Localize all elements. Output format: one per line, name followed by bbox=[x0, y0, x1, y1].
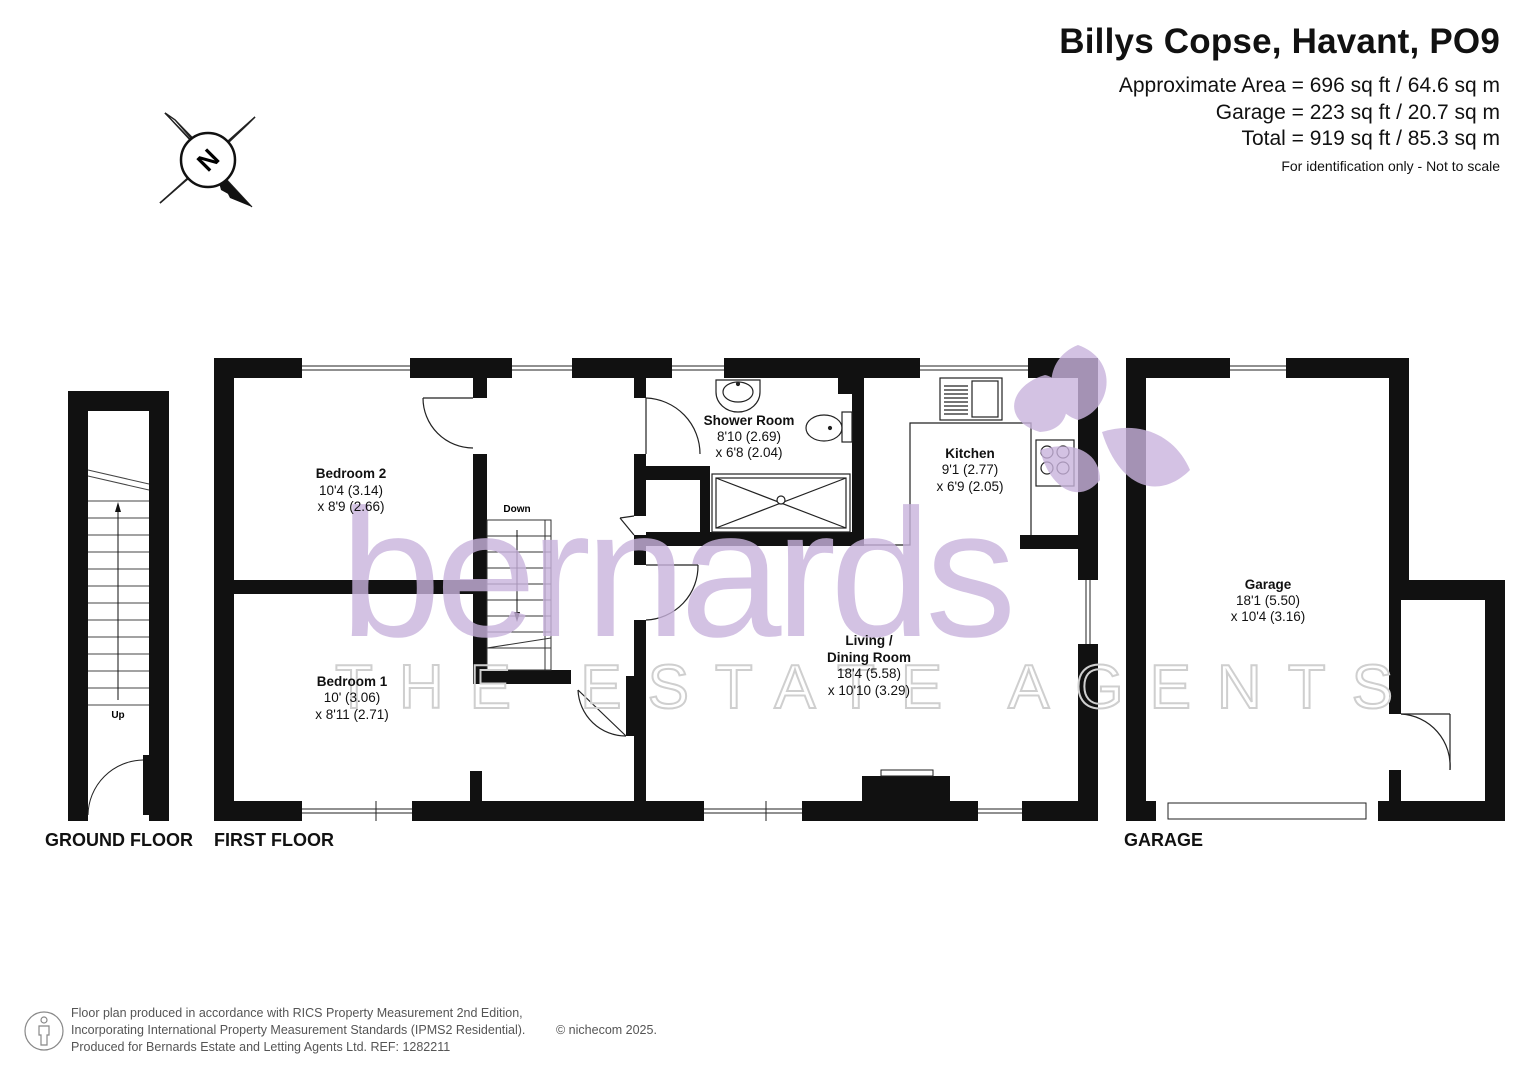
bernards-logo-leaves-icon bbox=[1014, 345, 1190, 493]
living-room-dim2: x 10'10 (3.29) bbox=[828, 683, 910, 698]
first-floor-windows bbox=[302, 358, 1098, 821]
kitchen-dim1: 9'1 (2.77) bbox=[942, 462, 999, 477]
garage-area: Garage = 223 sq ft / 20.7 sq m bbox=[1215, 101, 1500, 124]
stairs-down-label: Down bbox=[503, 504, 530, 515]
bernards-watermark: bernards bbox=[340, 345, 1190, 675]
stairs-up-label: Up bbox=[111, 710, 124, 721]
footer-line2: Incorporating International Property Mea… bbox=[71, 1023, 526, 1037]
rics-person-icon bbox=[24, 1011, 64, 1051]
shower-room-dim2: x 6'8 (2.04) bbox=[715, 445, 782, 460]
property-title: Billys Copse, Havant, PO9 bbox=[1059, 22, 1500, 61]
shower-room-name: Shower Room bbox=[704, 413, 795, 428]
living-room-name-line1: Living / bbox=[845, 633, 892, 648]
stair-down-arrow-icon bbox=[514, 612, 520, 622]
bedroom2-dim1: 10'4 (3.14) bbox=[319, 483, 383, 498]
footer: Floor plan produced in accordance with R… bbox=[71, 1005, 657, 1056]
garage-openings bbox=[1156, 358, 1451, 821]
total-area: Total = 919 sq ft / 85.3 sq m bbox=[1241, 127, 1500, 150]
first-floor-stairs bbox=[486, 519, 552, 671]
garage-dim1: 18'1 (5.50) bbox=[1236, 593, 1300, 608]
bedroom1-dim2: x 8'11 (2.71) bbox=[315, 707, 389, 722]
footer-line3: Produced for Bernards Estate and Letting… bbox=[71, 1040, 451, 1054]
watermark-brand: bernards bbox=[340, 471, 1010, 675]
door-swings bbox=[422, 397, 701, 737]
living-room-dim1: 18'4 (5.58) bbox=[837, 666, 901, 681]
kitchen-dim2: x 6'9 (2.05) bbox=[936, 479, 1003, 494]
first-floor-label: FIRST FLOOR bbox=[214, 830, 334, 850]
bedroom1-name: Bedroom 1 bbox=[317, 674, 388, 689]
scale-note: For identification only - Not to scale bbox=[1281, 158, 1500, 174]
approximate-area: Approximate Area = 696 sq ft / 64.6 sq m bbox=[1118, 74, 1500, 97]
kitchen-name: Kitchen bbox=[945, 446, 995, 461]
bedroom1-dim1: 10' (3.06) bbox=[324, 690, 381, 705]
stair-up-arrow-icon bbox=[115, 502, 121, 512]
watermark-tagline: THE ESTATE AGENTS bbox=[335, 653, 1419, 722]
footer-copyright: © nichecom 2025. bbox=[556, 1023, 657, 1037]
garage-floor-label: GARAGE bbox=[1124, 830, 1204, 850]
compass-icon bbox=[159, 112, 256, 208]
living-room-name-line2: Dining Room bbox=[827, 650, 911, 665]
garage-dim2: x 10'4 (3.16) bbox=[1231, 609, 1306, 624]
bedroom2-dim2: x 8'9 (2.66) bbox=[317, 499, 384, 514]
ground-floor-label: GROUND FLOOR bbox=[45, 830, 193, 850]
footer-line1: Floor plan produced in accordance with R… bbox=[71, 1006, 523, 1020]
ground-floor-stairs bbox=[87, 469, 150, 816]
shower-room-dim1: 8'10 (2.69) bbox=[717, 429, 781, 444]
bedroom2-name: Bedroom 2 bbox=[316, 466, 387, 481]
garage-name: Garage bbox=[1245, 577, 1292, 592]
shower-room-fittings bbox=[711, 379, 853, 533]
ground-floor-plan bbox=[68, 391, 169, 821]
